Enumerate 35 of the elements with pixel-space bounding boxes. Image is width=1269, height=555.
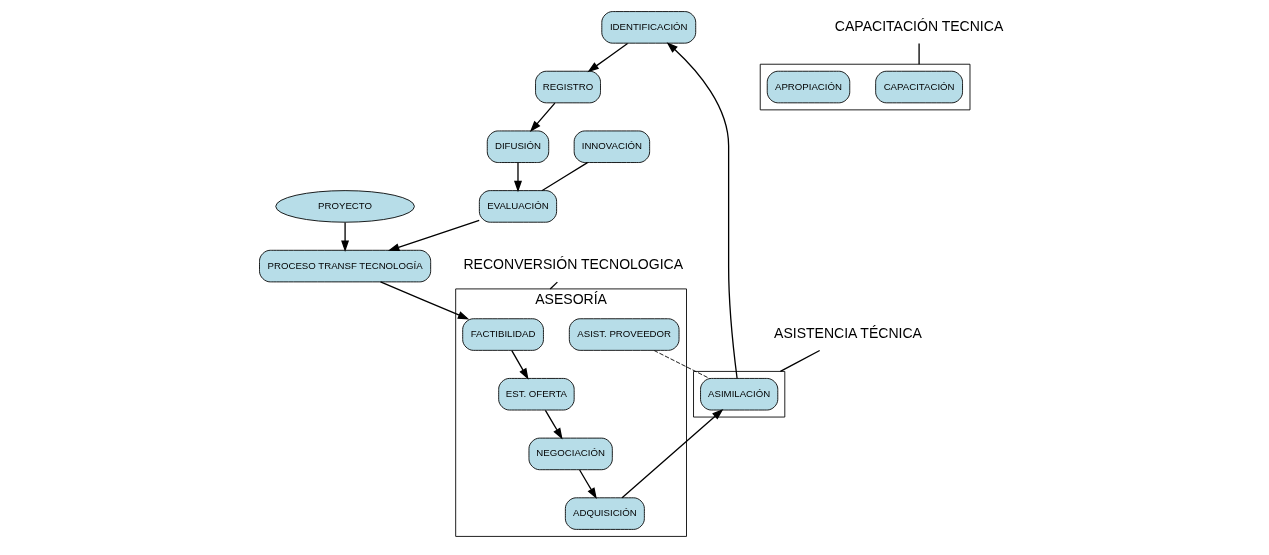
- connector: [779, 349, 821, 373]
- arrow: [341, 221, 350, 252]
- arrow: [544, 409, 563, 440]
- node-text: ASISTENCIA TÉCNICA: [774, 324, 922, 341]
- node-box: DIFUSIÓN: [486, 130, 550, 163]
- node-box: ASIST. PROVEEDOR: [568, 318, 680, 351]
- node-box: ASIMILACIÓN: [700, 378, 779, 411]
- node-ellipse: PROYECTO: [275, 190, 415, 223]
- node-box: ADQUISICIÓN: [564, 497, 645, 530]
- node-box: CAPACITACIÓN: [875, 70, 963, 104]
- arrow: [379, 281, 470, 320]
- arrow: [666, 42, 738, 379]
- arrow: [579, 469, 597, 500]
- node-text: RECONVERSIÓN TECNOLOGICA: [463, 256, 684, 273]
- arrow: [387, 219, 480, 251]
- node-box: IDENTIFICACIÓN: [601, 11, 697, 44]
- node-text: CAPACITACIÓN TECNICA: [834, 17, 1004, 34]
- node-box: PROCESO TRANSF TECNOLOGÍA: [259, 249, 432, 283]
- cluster: [759, 63, 971, 111]
- node-box: EVALUACIÓN: [478, 190, 558, 223]
- node-box: INNOVACIÓN: [573, 130, 651, 163]
- connector: [653, 350, 710, 379]
- node-box: REGISTRO: [535, 70, 601, 104]
- node-box: FACTIBILIDAD: [462, 318, 544, 351]
- node-box: EST. OFERTA: [498, 378, 575, 411]
- node-box: APROPIACIÓN: [766, 70, 851, 104]
- arrow: [621, 408, 724, 499]
- arrow: [587, 42, 629, 73]
- arrow: [511, 350, 529, 380]
- arrow: [529, 102, 556, 133]
- connector: [549, 281, 558, 290]
- connector: [541, 162, 589, 192]
- connector: [918, 42, 920, 65]
- node-box: NEGOCIACIÓN: [528, 437, 613, 471]
- arrow: [514, 162, 522, 193]
